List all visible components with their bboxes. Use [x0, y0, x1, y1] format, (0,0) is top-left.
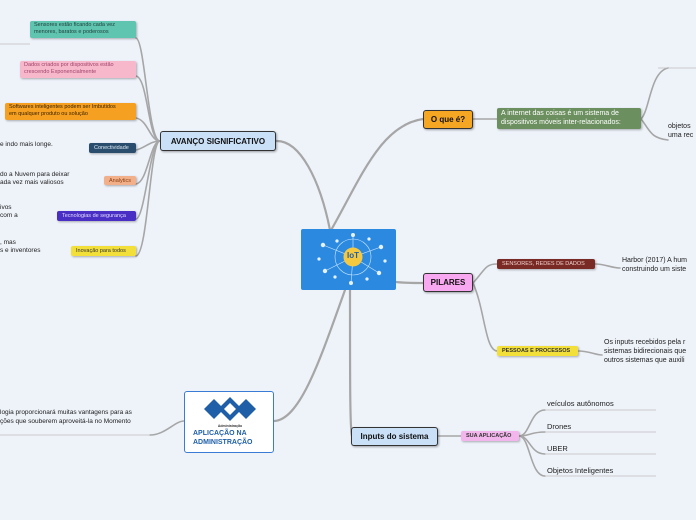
analytics-line-2: ada vez mais valiosos	[0, 179, 64, 186]
sensores-menores-tag[interactable]: Sensores estão ficando cada vez menores,…	[30, 21, 136, 38]
definition-node[interactable]: A internet das coisas é um sistema de di…	[497, 108, 641, 129]
dados-crescendo-tag[interactable]: Dados criados por dispositivos estão cre…	[20, 61, 136, 78]
link-center-oque	[328, 117, 425, 234]
input-item-uber[interactable]: UBER	[547, 444, 568, 453]
inovacao-text: , mas s e inventores	[0, 239, 40, 255]
pessoas-processos-line-3: outros sistemas que auxili	[604, 357, 685, 364]
analytics-label: Analytics	[109, 177, 132, 184]
iot-badge-label: IoT	[347, 251, 359, 260]
definition-line-2: dispositivos móveis inter-relacionados:	[501, 119, 621, 126]
o-que-e-node[interactable]: O que é?	[423, 110, 473, 129]
input-item-objetos[interactable]: Objetos Inteligentes	[547, 466, 614, 475]
avanco-title: AVANÇO SIGNIFICATIVO	[170, 136, 266, 146]
seguranca-tag[interactable]: Tecnologias de segurança	[57, 211, 136, 221]
o-que-e-title: O que é?	[430, 115, 466, 124]
analytics-tag[interactable]: Analytics	[104, 176, 136, 185]
definition-detail-line-1: objetos	[668, 123, 691, 130]
aplicacao-text-line-2: ções que souberem aproveitá-la no Moment…	[0, 418, 131, 425]
inovacao-label: Inovação para todos	[76, 248, 126, 254]
inputs-title: Inputs do sistema	[360, 432, 429, 441]
sensores-redes-line-2: construindo um siste	[622, 266, 687, 273]
aplicacao-text: logia proporcionará muitas vantagens par…	[0, 408, 132, 426]
input-item-veiculos[interactable]: veículos autônomos	[547, 399, 614, 408]
sensores-redes-label: SENSORES, REDES DE DADOS	[502, 261, 585, 267]
sensores-menores-line-2: menores, baratos e poderosos	[34, 28, 109, 35]
link-center-inputs	[348, 288, 354, 438]
definition-line-1: A internet das coisas é um sistema de	[501, 110, 619, 117]
dados-crescendo-line-2: crescendo Exponencialmente	[24, 68, 97, 75]
seguranca-text: ivos com a	[0, 204, 18, 220]
inovacao-tag[interactable]: Inovação para todos	[71, 246, 136, 256]
sua-aplicacao-tag[interactable]: SUA APLICAÇÃO	[461, 431, 519, 441]
analytics-text: do a Nuvem para deixar ada vez mais vali…	[0, 171, 69, 187]
softwares-tag[interactable]: Softwares inteligentes podem ser Imbutid…	[5, 103, 136, 120]
pessoas-processos-tag[interactable]: PESSOAS E PROCESSOS	[497, 346, 578, 356]
softwares-line-1: Softwares inteligentes podem ser Imbutid…	[9, 104, 116, 110]
sensores-redes-text: Harbor (2017) A hum construindo um siste	[622, 256, 687, 274]
sensores-menores-line-1: Sensores estão ficando cada vez	[34, 22, 116, 28]
pilares-title: PILARES	[430, 278, 466, 287]
avanco-node[interactable]: AVANÇO SIGNIFICATIVO	[160, 131, 276, 151]
dados-crescendo-line-1: Dados criados por dispositivos estão	[24, 62, 114, 68]
pilares-node[interactable]: PILARES	[423, 273, 473, 292]
link-center-avanco	[274, 139, 332, 232]
center-iot-node[interactable]: IoT	[301, 229, 396, 290]
aplicacao-text-line-1: logia proporcionará muitas vantagens par…	[0, 409, 132, 416]
sua-aplicacao-label: SUA APLICAÇÃO	[466, 433, 512, 439]
pessoas-processos-label: PESSOAS E PROCESSOS	[502, 348, 571, 354]
sensores-redes-tag[interactable]: SENSORES, REDES DE DADOS	[497, 259, 595, 269]
aplicacao-title-line-1: APLICAÇÃO NA	[193, 430, 247, 437]
seguranca-line-2: com a	[0, 212, 18, 219]
inovacao-line-2: s e inventores	[0, 247, 41, 254]
softwares-line-2: em qualquer produto ou solução	[9, 110, 88, 117]
cfa-logo-caption: Administração	[217, 424, 243, 428]
pessoas-processos-line-2: sistemas bidirecionais que	[604, 348, 687, 355]
inovacao-line-1: , mas	[0, 239, 16, 246]
input-item-drones[interactable]: Drones	[547, 422, 572, 431]
link-center-pilares	[394, 280, 425, 285]
inputs-node[interactable]: Inputs do sistema	[351, 427, 438, 446]
conectividade-text: e indo mais longe.	[0, 141, 53, 148]
cfa-logo-icon	[204, 397, 256, 421]
definition-detail-text: objetos uma rec	[668, 122, 693, 140]
conectividade-tag[interactable]: Conectividade	[89, 143, 136, 153]
sensores-redes-line-1: Harbor (2017) A hum	[622, 257, 687, 264]
seguranca-label: Tecnologias de segurança	[62, 213, 126, 219]
analytics-line-1: do a Nuvem para deixar	[0, 171, 70, 178]
pessoas-processos-line-1: Os inputs recebidos pela r	[604, 339, 686, 346]
aplicacao-title-line-2: ADMINISTRAÇÃO	[193, 439, 253, 446]
aplicacao-node[interactable]: Administração APLICAÇÃO NA ADMINISTRAÇÃO	[184, 391, 274, 453]
seguranca-line-1: ivos	[0, 204, 12, 211]
iot-network-icon	[317, 233, 387, 285]
conectividade-label: Conectividade	[94, 145, 129, 151]
link-center-aplicacao	[272, 288, 347, 423]
definition-detail-line-2: uma rec	[668, 132, 694, 139]
pessoas-processos-text: Os inputs recebidos pela r sistemas bidi…	[604, 338, 686, 365]
